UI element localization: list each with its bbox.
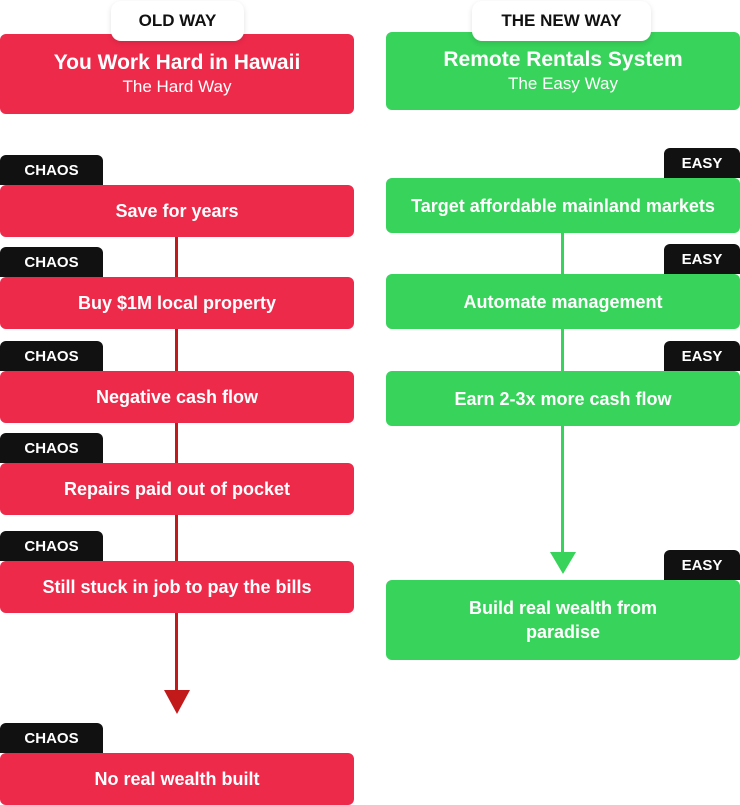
chaos-badge: CHAOS [0,155,103,185]
chaos-badge: CHAOS [0,247,103,277]
chaos-badge: CHAOS [0,433,103,463]
chaos-badge: CHAOS [0,341,103,371]
old-way-tab: OLD WAY [111,1,244,41]
old-step-no-wealth: No real wealth built [0,753,354,805]
new-step-build-wealth: Build real wealth from paradise [386,580,740,660]
old-way-subtitle: The Hard Way [122,77,232,96]
chaos-badge: CHAOS [0,723,103,753]
new-step-target-markets: Target affordable mainland markets [386,178,740,233]
new-way-arrow-down-icon [550,552,576,574]
new-way-tab: THE NEW WAY [472,1,651,41]
old-step-buy-property: Buy $1M local property [0,277,354,329]
new-step-automate-management: Automate management [386,274,740,329]
old-way-title: You Work Hard in Hawaii [53,51,301,74]
old-way-header: You Work Hard in Hawaii The Hard Way [0,34,354,114]
new-way-header: Remote Rentals System The Easy Way [386,32,740,110]
old-step-negative-cash-flow: Negative cash flow [0,371,354,423]
new-way-subtitle: The Easy Way [508,74,618,93]
easy-badge: EASY [664,148,740,178]
easy-badge: EASY [664,341,740,371]
new-step-earn-cash-flow: Earn 2-3x more cash flow [386,371,740,426]
old-step-save-for-years: Save for years [0,185,354,237]
old-step-stuck-in-job: Still stuck in job to pay the bills [0,561,354,613]
new-way-title: Remote Rentals System [443,48,683,71]
old-step-repairs: Repairs paid out of pocket [0,463,354,515]
easy-badge: EASY [664,550,740,580]
easy-badge: EASY [664,244,740,274]
old-way-arrow-down-icon [164,690,190,714]
chaos-badge: CHAOS [0,531,103,561]
